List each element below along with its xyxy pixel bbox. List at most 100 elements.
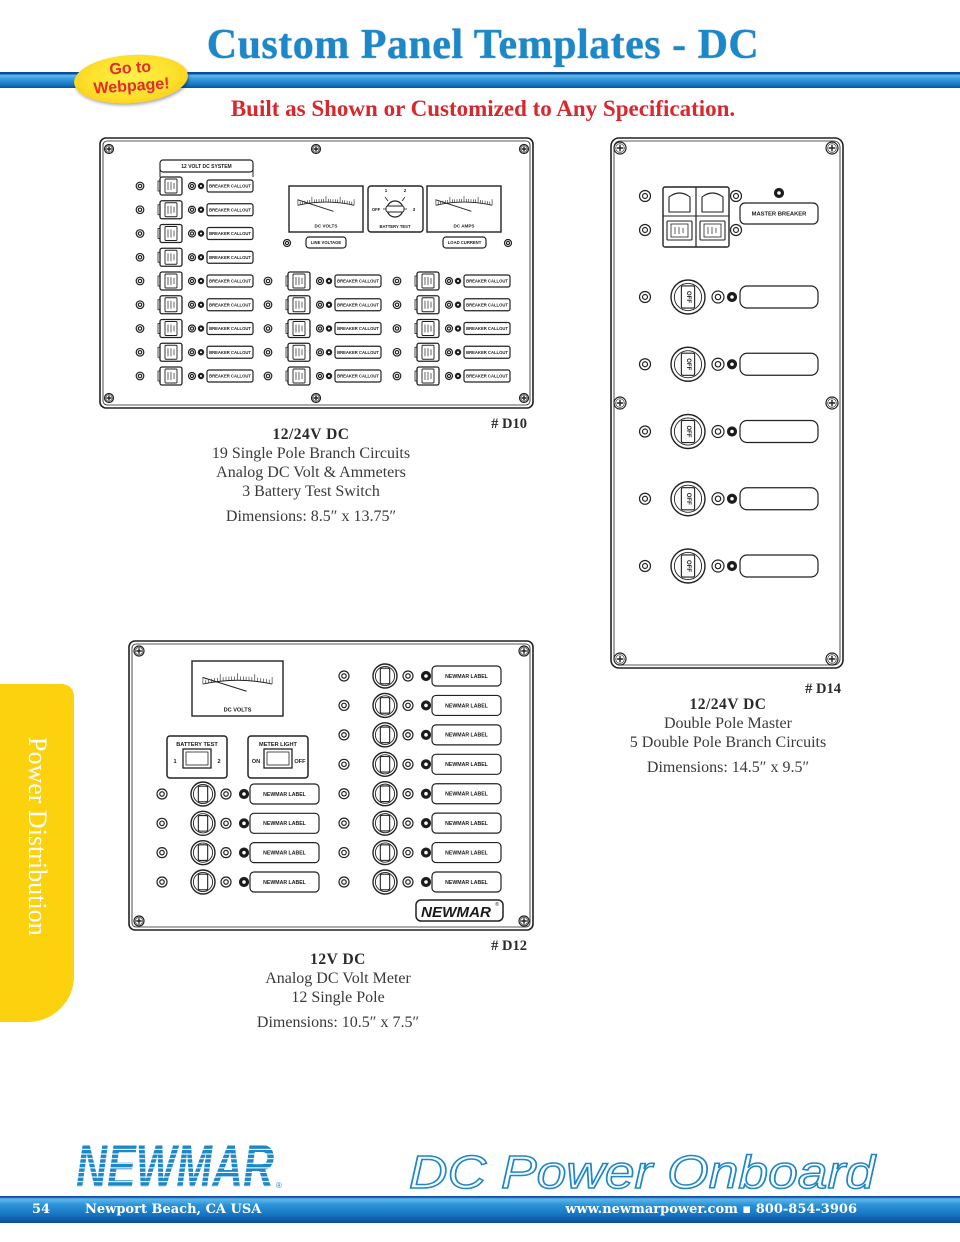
breaker-switch-icon	[372, 663, 398, 689]
mount-center	[284, 240, 290, 246]
label-plate	[431, 871, 502, 893]
mount-hole-icon	[315, 348, 325, 357]
newmar-circuit-label: NEWMAR LABEL	[249, 871, 320, 893]
mount-center	[641, 562, 649, 570]
label-plate	[442, 236, 487, 249]
breaker-toggle	[379, 755, 391, 773]
mount-center	[505, 240, 511, 246]
breaker-toggle-marks	[167, 324, 175, 333]
indicator-led-icon	[238, 818, 250, 829]
mount-hole-icon	[338, 670, 350, 682]
led-center	[242, 792, 246, 796]
mount-hole-icon	[220, 817, 232, 829]
mount-hole-icon	[315, 371, 325, 381]
mount-center	[641, 293, 649, 301]
label-plate	[305, 236, 347, 249]
mount-center	[405, 673, 411, 679]
mount-center	[137, 207, 143, 213]
breaker-switch-icon	[190, 869, 216, 895]
breaker-callout-label: BREAKER CALLOUT	[334, 298, 382, 312]
system-label: 12 VOLT DC SYSTEM	[159, 159, 254, 173]
screw-cross	[616, 655, 624, 663]
page-subtitle: Built as Shown or Customized to Any Spec…	[230, 96, 736, 121]
led-center	[199, 256, 203, 259]
breaker-row: NEWMAR LABEL	[156, 839, 320, 866]
label-plate	[206, 250, 254, 264]
label-text: 12 VOLT DC SYSTEM	[181, 164, 231, 170]
mount-center	[641, 361, 649, 368]
newmar-panel-logo: NEWMAR ®	[415, 899, 504, 922]
newmar-logo-text: NEWMAR	[421, 904, 491, 921]
led-center	[327, 374, 331, 378]
led-center	[199, 208, 203, 211]
mount-hole-icon	[156, 847, 168, 859]
mount-hole-icon	[402, 670, 414, 682]
logo-plate	[415, 899, 504, 922]
breaker-row: BREAKER CALLOUT	[135, 342, 254, 362]
mount-hole-icon	[263, 276, 273, 286]
label-plate	[334, 298, 382, 312]
breaker-row: BREAKER CALLOUT	[263, 366, 382, 386]
label-plate	[206, 369, 254, 383]
mount-center	[223, 849, 229, 856]
mount-hole-icon	[187, 348, 197, 357]
mount-center	[341, 732, 347, 738]
breaker-switch-icon	[372, 869, 398, 895]
newmar-logo-mark: ®	[495, 901, 499, 908]
product-feature: 5 Double Pole Branch Circuits	[629, 734, 827, 751]
breaker-toggle-marks	[424, 372, 432, 380]
label-plate	[206, 298, 254, 312]
mount-center	[394, 349, 400, 355]
label-text: NEWMAR LABEL	[445, 821, 488, 827]
led-center	[199, 232, 203, 235]
product-caption-d14: 12/24V DC Double Pole Master 5 Double Po…	[568, 695, 888, 777]
mount-hole-icon	[444, 324, 454, 333]
breaker-switch-icon	[190, 781, 216, 807]
newmar-circuit-label: NEWMAR LABEL	[431, 841, 502, 864]
breaker-switch-icon: OFF	[670, 279, 706, 315]
meter-label: DC AMPS	[453, 224, 474, 229]
mount-hole-icon	[135, 181, 145, 191]
screw-icon	[310, 392, 322, 404]
mount-hole-icon	[402, 758, 414, 770]
label-plate	[463, 321, 511, 336]
indicator-led-icon	[726, 359, 738, 370]
mount-hole-icon	[187, 300, 197, 309]
product-feature: 19 Single Pole Branch Circuits	[211, 445, 411, 462]
switch-title: BATTERY TEST	[176, 742, 218, 748]
label-text: BREAKER CALLOUT	[466, 326, 508, 331]
breaker-row: BREAKER CALLOUT	[135, 318, 254, 339]
breaker-row: BREAKER CALLOUT	[135, 366, 254, 386]
mount-center	[446, 278, 452, 284]
breaker-row: OFF	[638, 548, 819, 584]
mount-hole-icon	[220, 876, 232, 888]
screw-cross	[136, 648, 142, 654]
mount-center	[265, 278, 271, 284]
breaker-toggle-marks	[424, 324, 432, 333]
master-breaker-marks	[707, 227, 717, 234]
breaker-switch-icon	[372, 751, 398, 777]
indicator-led-icon	[420, 818, 432, 829]
mount-center	[446, 302, 452, 307]
label-text: NEWMAR LABEL	[445, 733, 488, 739]
breaker-row: BREAKER CALLOUT	[392, 271, 511, 291]
led-center	[730, 496, 734, 501]
indicator-led-icon	[238, 876, 250, 888]
mount-center	[641, 495, 649, 502]
switch-position-label: OFF	[372, 207, 381, 212]
mount-hole-icon	[638, 492, 652, 505]
mount-center	[714, 428, 722, 435]
label-text: NEWMAR LABEL	[263, 821, 306, 827]
mount-hole-icon	[444, 276, 454, 286]
mount-hole-icon	[444, 300, 454, 309]
breaker-toggle-marks	[295, 348, 303, 357]
label-plate	[431, 841, 502, 864]
mount-hole-icon	[444, 371, 454, 381]
label-plate	[739, 487, 819, 511]
mount-center	[137, 254, 143, 260]
led-center	[456, 374, 460, 378]
label-plate	[739, 554, 819, 578]
breaker-row: BREAKER CALLOUT	[135, 200, 254, 220]
